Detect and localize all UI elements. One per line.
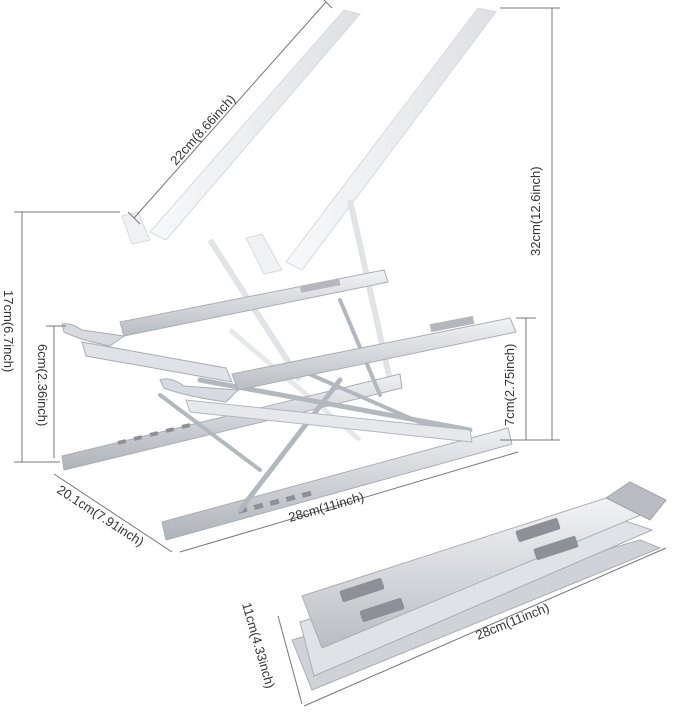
- back-base-bar: [61, 373, 403, 471]
- lower-plate: [185, 399, 473, 443]
- rear-hook: [61, 323, 126, 347]
- folded-pad: [339, 578, 385, 602]
- raised-left-arm: [149, 9, 361, 241]
- front-hook: [159, 378, 240, 403]
- folded-stand: [291, 481, 667, 691]
- raised-strut: [207, 238, 303, 382]
- dimension-lines: [14, 0, 667, 707]
- holder-plate: [81, 341, 233, 383]
- raised-right-hook: [245, 233, 283, 275]
- mid-height-label: 17cm(6.7inch): [1, 290, 16, 372]
- max-height-label: 32cm(12.6inch): [528, 166, 543, 256]
- raised-right-arm: [285, 7, 497, 271]
- folded-pad: [515, 518, 561, 542]
- folded-pad: [359, 598, 405, 622]
- back-base-vents: [117, 423, 191, 445]
- folded-pad: [533, 536, 579, 560]
- front-pad: [429, 315, 475, 333]
- rear-pad: [299, 278, 341, 293]
- front-top-bar: [231, 317, 517, 391]
- stand-top-arms: [61, 269, 517, 443]
- front-base-bar: [161, 427, 513, 541]
- folded-end-tab: [605, 481, 667, 521]
- front-lip-height-label: 6cm(2.36inch): [35, 344, 50, 426]
- raised-left-hook: [121, 211, 151, 245]
- rear-top-bar: [119, 269, 389, 337]
- folded-height-label: 11cm(4.33inch): [239, 601, 278, 690]
- stand-base: [61, 373, 513, 541]
- depth-label: 20.1cm(7.91inch): [54, 482, 146, 549]
- low-height-label: 7cm(2.75inch): [502, 344, 517, 426]
